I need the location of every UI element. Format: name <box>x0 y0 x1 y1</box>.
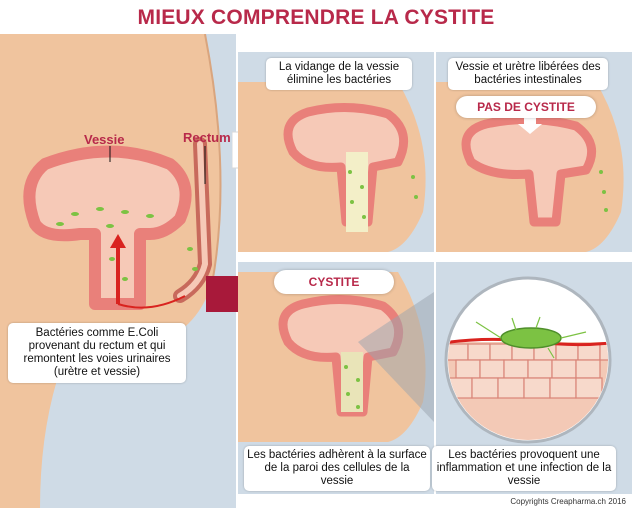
left-caption: Bactéries comme E.Coli provenant du rect… <box>8 323 186 383</box>
rectum-label: Rectum <box>183 130 231 145</box>
pas-de-cystite-label: PAS DE CYSTITE <box>456 96 596 118</box>
copyright: Copyrights Creapharma.ch 2016 <box>510 497 626 506</box>
cystite-label: CYSTITE <box>274 270 394 294</box>
top-middle-panel: La vidange de la vessie élimine les bact… <box>238 52 434 252</box>
left-illustration <box>0 34 236 508</box>
page-title: MIEUX COMPRENDRE LA CYSTITE <box>137 6 495 29</box>
top-right-panel: Vessie et urètre libérées des bactéries … <box>436 52 632 252</box>
top-right-caption: Vessie et urètre libérées des bactéries … <box>448 58 608 90</box>
bottom-middle-caption: Les bactéries adhèrent à la surface de l… <box>244 446 430 491</box>
top-middle-caption: La vidange de la vessie élimine les bact… <box>266 58 412 90</box>
bottom-right-caption: Les bactéries provoquent une inflammatio… <box>432 446 616 491</box>
left-panel: Vessie Rectum Bactéries comme E.Coli pro… <box>0 34 236 508</box>
bottom-middle-panel: CYSTITE Les bactéries adhèrent à la surf… <box>238 262 434 494</box>
vessie-label: Vessie <box>84 132 125 147</box>
bottom-right-panel: Les bactéries provoquent une inflammatio… <box>432 262 632 494</box>
